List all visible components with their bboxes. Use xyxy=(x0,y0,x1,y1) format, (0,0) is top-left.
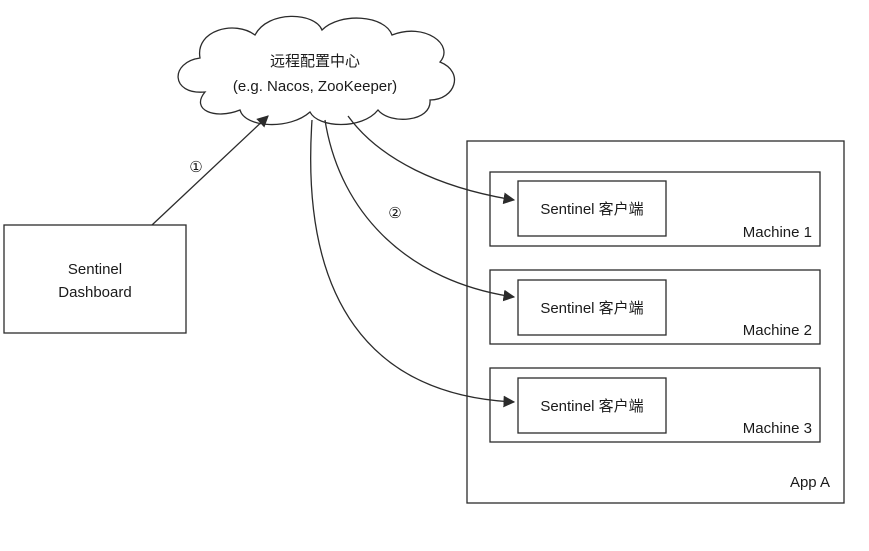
arrow-dashboard-to-config xyxy=(151,115,269,226)
dashboard-box xyxy=(3,224,187,334)
machine-3: Sentinel 客户端 Machine 3 xyxy=(489,367,821,443)
machine-1-label: Machine 1 xyxy=(743,224,812,241)
arrow-config-to-machine-3 xyxy=(310,119,516,408)
app-label: App A xyxy=(790,474,830,491)
cloud-title: 远程配置中心 xyxy=(270,53,360,70)
step-1-label: ① xyxy=(189,159,202,176)
machine-3-label: Machine 3 xyxy=(743,420,812,437)
step-2-label: ② xyxy=(388,205,401,222)
machine-2-client-box xyxy=(517,279,667,336)
sentinel-dashboard-node: Sentinel Dashboard xyxy=(3,224,187,334)
dashboard-label-line2: Dashboard xyxy=(58,284,131,301)
cloud-shape xyxy=(177,15,456,126)
machine-3-client-label: Sentinel 客户端 xyxy=(540,398,643,415)
machine-1: Sentinel 客户端 Machine 1 xyxy=(489,171,821,247)
machine-1-client-label: Sentinel 客户端 xyxy=(540,201,643,218)
cloud-subtitle: (e.g. Nacos, ZooKeeper) xyxy=(233,78,397,95)
dashboard-label-line1: Sentinel xyxy=(68,261,122,278)
machine-1-client-box xyxy=(517,180,667,237)
machine-3-client-box xyxy=(517,377,667,434)
arrow-config-to-machine-2 xyxy=(324,119,516,302)
machine-2-client-label: Sentinel 客户端 xyxy=(540,300,643,317)
arrow-config-to-machine-1 xyxy=(347,115,516,205)
machine-2-label: Machine 2 xyxy=(743,322,812,339)
remote-config-cloud: 远程配置中心 (e.g. Nacos, ZooKeeper) xyxy=(177,15,456,126)
machine-2: Sentinel 客户端 Machine 2 xyxy=(489,269,821,345)
